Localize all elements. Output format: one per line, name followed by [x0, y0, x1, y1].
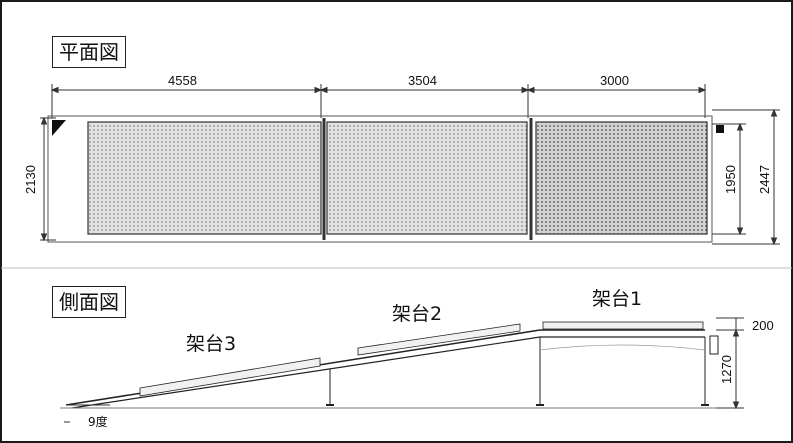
dim-side-top: 200 — [752, 318, 774, 333]
stand-1-label: 架台1 — [592, 288, 643, 310]
plan-panel-2 — [326, 121, 528, 235]
plan-outline — [47, 115, 713, 243]
side-right-dimensions — [716, 317, 744, 410]
plan-panel-3 — [87, 121, 322, 235]
corner-block-left — [52, 120, 66, 136]
dim-plan-width-outer: 2447 — [756, 165, 772, 194]
dim-plan-seg3: 3000 — [600, 73, 629, 88]
ramp-angle-label: 9度 — [88, 415, 108, 429]
dim-side-height: 1270 — [718, 355, 734, 384]
stand-2-label: 架台2 — [392, 303, 443, 325]
dim-plan-width-inner: 1950 — [722, 165, 738, 194]
dim-plan-seg1: 4558 — [168, 73, 197, 88]
dim-plan-width-total: 2130 — [22, 165, 38, 194]
plan-view-title: 平面図 — [52, 36, 126, 68]
plan-top-dimension — [50, 84, 707, 118]
plan-left-dimension — [40, 116, 56, 242]
side-view-title: 側面図 — [52, 286, 126, 318]
dim-plan-seg2: 3504 — [408, 73, 437, 88]
side-ramp — [60, 321, 720, 409]
plan-right-dimensions — [712, 108, 780, 246]
corner-block-right — [716, 125, 724, 133]
plan-panel-1 — [535, 121, 708, 235]
stand-3-label: 架台3 — [186, 333, 237, 355]
